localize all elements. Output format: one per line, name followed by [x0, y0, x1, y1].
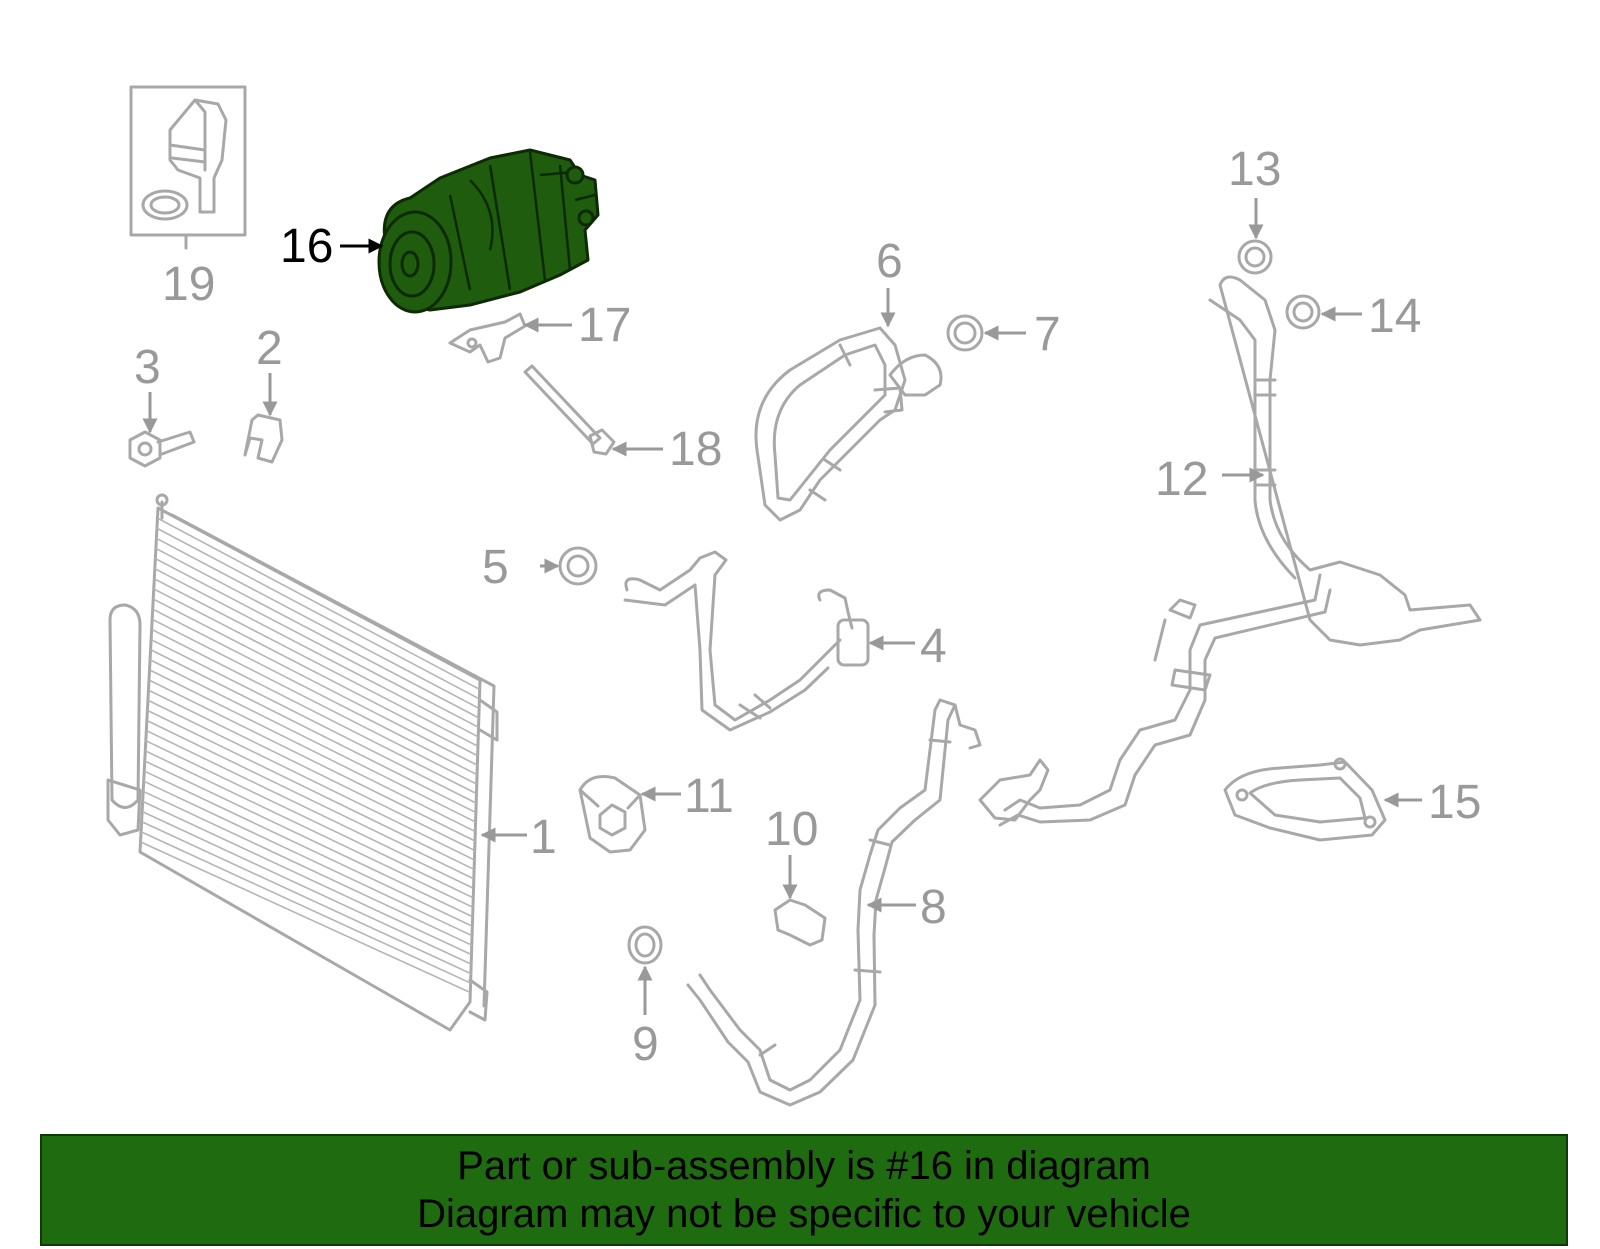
- label-6: 6: [876, 235, 903, 288]
- banner-line-2: Diagram may not be specific to your vehi…: [417, 1192, 1191, 1236]
- label-11: 11: [684, 770, 734, 823]
- condenser-fin: [140, 841, 471, 994]
- info-banner: Part or sub-assembly is #16 in diagram D…: [40, 1134, 1568, 1246]
- label-14: 14: [1368, 290, 1421, 343]
- part-8-line: [686, 698, 982, 1107]
- part-9-oring: [627, 925, 663, 965]
- condenser-fin: [149, 669, 476, 833]
- condenser-fin: [141, 810, 472, 965]
- condenser-fin: [156, 527, 480, 700]
- label-18: 18: [669, 423, 722, 476]
- label-16: 16: [280, 220, 333, 273]
- part-3-bolt: [128, 430, 196, 468]
- part-1-condenser: [106, 493, 499, 1032]
- leader-arrows: [142, 198, 1422, 1015]
- condenser-fin: [146, 719, 475, 880]
- banner-line-1: Part or sub-assembly is #16 in diagram: [457, 1144, 1151, 1188]
- part-17-bracket: [448, 312, 527, 364]
- condenser-fin: [144, 760, 473, 918]
- condenser-fin: [141, 820, 472, 975]
- condenser-fin: [147, 709, 475, 871]
- label-8: 8: [920, 881, 947, 934]
- condenser-fin: [142, 800, 472, 956]
- condenser-fin: [143, 770, 473, 927]
- condenser-fin: [151, 628, 477, 795]
- condenser-fin: [155, 547, 480, 719]
- part-13-oring: [1237, 239, 1273, 275]
- label-19: 19: [162, 258, 215, 311]
- part-11-switch: [578, 775, 647, 854]
- condenser-fin: [145, 739, 474, 899]
- part-10-clip: [773, 898, 827, 947]
- part-5-oring: [558, 546, 598, 586]
- condenser-fin: [153, 578, 479, 748]
- condenser-fin: [147, 699, 475, 861]
- condenser-fin: [156, 537, 480, 710]
- part-2-clip: [243, 413, 284, 464]
- label-7: 7: [1034, 308, 1061, 361]
- label-13: 13: [1228, 143, 1281, 196]
- label-15: 15: [1428, 776, 1481, 829]
- condenser-fin: [148, 689, 476, 852]
- condenser-fin: [142, 790, 473, 946]
- callout-labels: 19 16 17 18 3 2 6 7 13 14 12 5 4 11 15 1…: [134, 143, 1481, 1071]
- condenser-fin: [154, 567, 479, 738]
- condenser-fin: [146, 729, 474, 890]
- label-5: 5: [482, 541, 509, 594]
- label-17: 17: [578, 299, 631, 352]
- label-10: 10: [765, 803, 818, 856]
- condenser-fin: [144, 750, 474, 909]
- condenser-fin: [150, 648, 477, 814]
- condenser-fin: [152, 608, 478, 776]
- condenser-fin: [148, 679, 476, 842]
- label-4: 4: [920, 620, 947, 673]
- condenser-fin: [143, 780, 473, 937]
- condenser-fin: [151, 618, 478, 785]
- condenser-fin: [154, 557, 479, 729]
- part-6-hose: [754, 326, 943, 522]
- part-18-bolt: [523, 364, 616, 456]
- part-12-line: [978, 275, 1482, 827]
- label-12: 12: [1155, 453, 1208, 506]
- condenser-fin: [157, 517, 481, 691]
- part-15-gasket: [1223, 757, 1387, 842]
- condenser-fin: [150, 638, 477, 804]
- part-7-oring: [946, 314, 984, 352]
- part-14-oring: [1285, 294, 1321, 330]
- label-3: 3: [134, 341, 161, 394]
- condenser-fin: [152, 598, 478, 766]
- label-9: 9: [632, 1018, 659, 1071]
- condenser-fin: [153, 588, 479, 757]
- part-4-line: [623, 550, 870, 732]
- condenser-fin: [140, 831, 471, 984]
- label-2: 2: [256, 322, 283, 375]
- label-1: 1: [530, 811, 557, 864]
- condenser-fin: [149, 659, 476, 823]
- part-19-connector: [129, 85, 247, 250]
- part-16-compressor: [377, 148, 600, 314]
